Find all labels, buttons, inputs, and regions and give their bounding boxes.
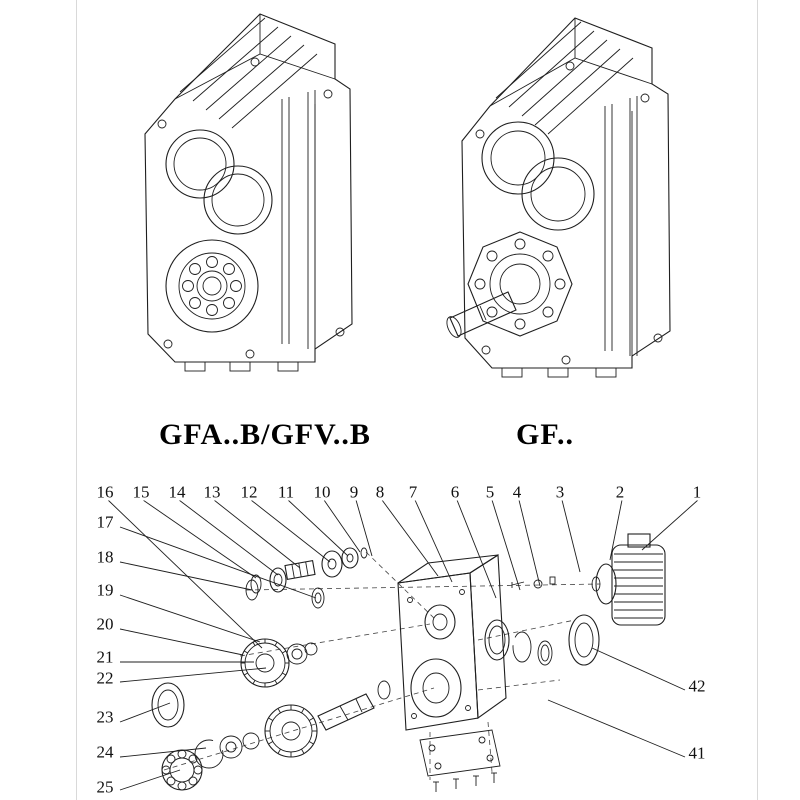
part-callout-3: 3: [554, 482, 566, 502]
gf-base-feet: [501, 367, 617, 378]
gfab-bore-circles: [165, 129, 273, 235]
gf-top-ribs: [495, 21, 634, 135]
leader-lines-top: [107, 499, 699, 649]
model-label-gf: GF..: [516, 418, 574, 451]
gf-bolts: [475, 61, 663, 365]
gf-bore-circles: [481, 121, 595, 231]
part-callout-11: 11: [276, 482, 296, 502]
gf-housing-outline: [461, 17, 671, 369]
part-callout-41: 41: [687, 743, 707, 763]
part-callout-22: 22: [95, 668, 115, 688]
part-callout-23: 23: [95, 707, 115, 727]
part-callout-7: 7: [407, 482, 419, 502]
part-callout-10: 10: [312, 482, 332, 502]
part-callout-25: 25: [95, 777, 115, 797]
part-callout-42: 42: [687, 676, 707, 696]
part-callout-9: 9: [348, 482, 360, 502]
part-callout-21: 21: [95, 647, 115, 667]
model-label-gfab: GFA..B/GFV..B: [159, 418, 371, 451]
part-callout-19: 19: [95, 580, 115, 600]
part-callout-14: 14: [167, 482, 187, 502]
part-callout-12: 12: [239, 482, 259, 502]
housing-part: [397, 554, 507, 731]
gfab-base-feet: [184, 361, 299, 372]
left-border-line: [76, 0, 77, 800]
motor-side-rings: [484, 576, 600, 666]
leader-lines-right: [547, 647, 686, 758]
gf-output-shaft: [446, 291, 517, 338]
gf-side-ribs: [604, 96, 638, 356]
gearbox-drawing-gf: [446, 17, 671, 378]
leader-lines-left: [119, 526, 317, 791]
gasket-and-bolts: [419, 729, 501, 792]
part-callout-1: 1: [691, 482, 703, 502]
part-callout-20: 20: [95, 614, 115, 634]
intermediate-gear-parts: [151, 579, 325, 728]
gfab-top-ribs: [179, 17, 318, 129]
part-callout-13: 13: [202, 482, 222, 502]
part-callout-15: 15: [131, 482, 151, 502]
right-border-line: [757, 0, 758, 800]
gf-output-flange: [467, 231, 573, 337]
motor-part: [591, 533, 666, 626]
part-callout-16: 16: [95, 482, 115, 502]
output-shaft-parts: [161, 680, 391, 791]
part-callout-4: 4: [511, 482, 523, 502]
alignment-axes: [163, 551, 601, 780]
input-shaft-parts: [250, 547, 368, 594]
gfab-bolts: [157, 57, 345, 359]
part-callout-18: 18: [95, 547, 115, 567]
gfab-side-ribs: [281, 90, 316, 349]
part-callout-2: 2: [614, 482, 626, 502]
part-callout-8: 8: [374, 482, 386, 502]
part-callout-5: 5: [484, 482, 496, 502]
part-callout-6: 6: [449, 482, 461, 502]
gearbox-drawing-gfab: [144, 13, 353, 372]
part-callout-17: 17: [95, 512, 115, 532]
gfab-bearing: [165, 239, 259, 333]
part-callout-24: 24: [95, 742, 115, 762]
